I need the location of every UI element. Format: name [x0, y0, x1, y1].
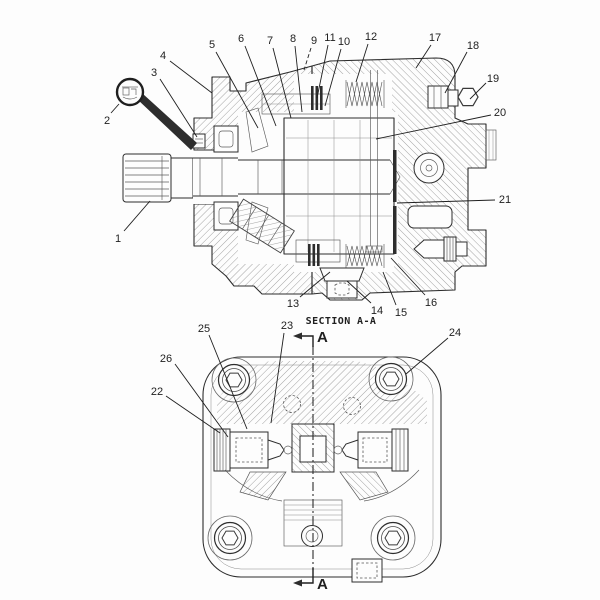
spring-bottom [345, 244, 385, 268]
callout-number-8: 8 [290, 33, 296, 45]
callout-number-15: 15 [395, 307, 407, 319]
callout-number-26: 26 [160, 353, 172, 365]
callout-leader-16 [390, 257, 426, 296]
callout-number-23: 23 [281, 320, 293, 332]
bolt-hole-bottom-left [208, 516, 252, 560]
callout-leader-25 [208, 334, 248, 430]
callout-leader-17 [415, 44, 432, 69]
seal-detail-magnifier [115, 77, 197, 150]
relief-valve-cartridge [213, 423, 409, 473]
cover-bore-right [343, 397, 361, 415]
callout-leader-24 [405, 337, 449, 375]
callout-number-6: 6 [238, 33, 244, 45]
callout-leader-19 [469, 82, 487, 100]
callout-leader-4 [169, 60, 213, 94]
callout-leader-3 [159, 78, 198, 138]
callout-leader-11 [316, 44, 329, 99]
port-fitting [413, 236, 468, 262]
callout-number-21: 21 [499, 194, 511, 206]
splined-shaft [122, 152, 238, 204]
callout-leader-23 [270, 332, 285, 424]
bolt-hole-top-right [369, 357, 413, 401]
callout-leader-10 [324, 48, 342, 107]
section-markers: SECTION A-A A A [293, 316, 376, 593]
cover-lower-detail [224, 469, 420, 583]
callout-leader-12 [355, 43, 369, 83]
callout-number-22: 22 [151, 386, 163, 398]
callout-number-1: 1 [115, 233, 121, 245]
callout-number-4: 4 [160, 50, 166, 62]
callout-leader-6 [244, 45, 277, 127]
bolt-hole-top-left [212, 358, 256, 402]
callout-number-14: 14 [371, 305, 383, 317]
pump-cross-section-view [115, 57, 497, 301]
front-bearing [213, 125, 239, 231]
cover-hatched-area [217, 361, 427, 424]
callout-leader-14 [346, 280, 372, 304]
valve-plate-seal [393, 150, 397, 254]
bottom-port [351, 558, 383, 583]
callout-leader-5 [215, 51, 259, 129]
taper-roller-bearing [229, 198, 295, 254]
callout-leader-8 [294, 45, 303, 113]
callout-leader-9 [303, 47, 312, 71]
through-bolt [365, 70, 383, 253]
callout-leader-7 [272, 47, 292, 119]
callout-number-19: 19 [487, 73, 499, 85]
callout-number-18: 18 [467, 40, 479, 52]
port-block-features [407, 129, 497, 229]
section-arrow-bottom: A [293, 568, 328, 593]
callout-number-9: 9 [311, 35, 317, 47]
spring-top [345, 80, 385, 108]
shaft-seal [192, 133, 206, 149]
end-cover-outline [202, 356, 442, 578]
callout-number-16: 16 [425, 297, 437, 309]
callout-number-17: 17 [429, 32, 441, 44]
callout-number-24: 24 [449, 327, 461, 339]
callout-leader-1 [123, 200, 151, 232]
section-arrow-bottom-label: A [317, 576, 328, 593]
seal-rings-bottom [308, 244, 320, 266]
callout-leader-21 [396, 199, 496, 204]
callout-leader-13 [299, 271, 331, 298]
section-arrow-top: A [293, 329, 328, 347]
callout-number-3: 3 [151, 67, 157, 79]
callout-leader-15 [382, 271, 397, 306]
callout-number-12: 12 [365, 31, 377, 43]
callout-leader-22 [165, 395, 221, 434]
callout-leader-18 [444, 51, 468, 94]
callout-number-2: 2 [104, 115, 110, 127]
drive-shaft [238, 158, 401, 196]
callout-leader-26 [174, 363, 229, 438]
bolt-hole-bottom-right [371, 516, 415, 560]
callout-number-25: 25 [198, 323, 210, 335]
callout-number-5: 5 [209, 39, 215, 51]
cover-bore-left [283, 395, 301, 413]
callout-number-13: 13 [287, 298, 299, 310]
callout-number-20: 20 [494, 107, 506, 119]
section-title: SECTION A-A [306, 316, 377, 327]
section-arrow-top-label: A [317, 329, 328, 346]
seal-rings-top [311, 86, 323, 110]
hex-plug [427, 85, 479, 109]
callout-number-7: 7 [267, 35, 273, 47]
callout-leader-20 [375, 114, 492, 140]
drain-plug [319, 267, 365, 299]
section-aa-view [202, 346, 442, 583]
callout-number-10: 10 [338, 36, 350, 48]
callout-leader-2 [110, 103, 120, 114]
callout-number-11: 11 [324, 32, 335, 44]
